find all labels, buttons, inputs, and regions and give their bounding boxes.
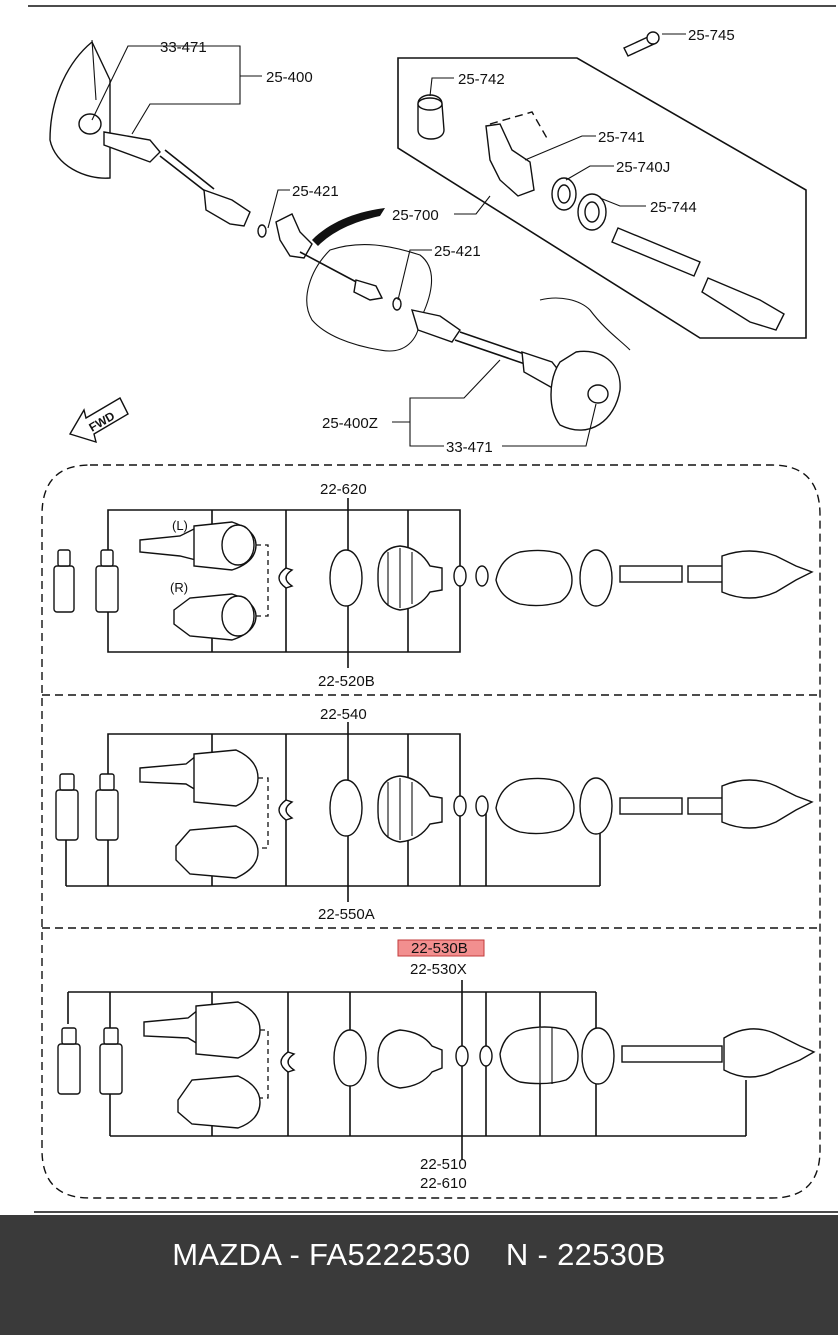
grease-tube — [53, 565, 75, 613]
s3-label-top: 22-530X — [410, 961, 467, 978]
label-25-421-b: 25-421 — [434, 243, 481, 260]
label-33-471-b: 33-471 — [446, 439, 493, 456]
left-hub — [49, 40, 111, 179]
s3-label-highlight: 22-530B — [411, 940, 468, 957]
left-outer-joint — [103, 131, 161, 163]
label-25-745: 25-745 — [688, 27, 735, 44]
right-inner-joint — [410, 309, 461, 343]
fwd-arrow — [68, 397, 129, 444]
detail-arrow — [312, 208, 385, 246]
label-25-400: 25-400 — [266, 69, 313, 86]
label-25-700: 25-700 — [392, 207, 439, 224]
label-25-741: 25-741 — [598, 129, 645, 146]
s1-label-l: (L) — [172, 518, 188, 533]
section-1 — [53, 498, 814, 668]
section-2 — [55, 722, 814, 902]
label-25-421-a: 25-421 — [292, 183, 339, 200]
grease-tube — [95, 565, 119, 613]
label-25-744: 25-744 — [650, 199, 697, 216]
right-hub-nut — [587, 384, 609, 404]
intermediate-shaft — [611, 227, 701, 277]
label-25-400Z: 25-400Z — [322, 415, 378, 432]
label-25-740J: 25-740J — [616, 159, 670, 176]
outer-boot — [495, 549, 573, 607]
transmission-case — [306, 244, 433, 352]
s1-label-top: 22-620 — [320, 481, 367, 498]
s3-label-bottom-2: 22-610 — [420, 1175, 467, 1192]
s1-label-bottom: 22-520B — [318, 673, 375, 690]
bracket-25-741 — [485, 123, 535, 197]
drive-shaft — [621, 1045, 723, 1063]
left-hub-nut — [78, 113, 102, 135]
exploded-view — [49, 31, 807, 447]
s2-label-top: 22-540 — [320, 706, 367, 723]
label-33-471-a: 33-471 — [160, 39, 207, 56]
boot-band — [329, 549, 363, 607]
section-3 — [57, 939, 816, 1160]
parts-diagram: 33-471 25-400 25-745 25-742 25-741 25-74… — [28, 5, 838, 1213]
footer-bar: MAZDA - FA5222530 N - 22530B — [0, 1215, 838, 1335]
s2-label-bottom: 22-550A — [318, 906, 375, 923]
shaft — [619, 565, 683, 583]
support-bracket — [275, 213, 313, 259]
circlip — [278, 567, 294, 589]
label-25-742: 25-742 — [458, 71, 505, 88]
detail-box — [397, 57, 807, 339]
right-hub — [550, 350, 621, 431]
s3-label-bottom-1: 22-510 — [420, 1156, 467, 1173]
highlight-22-530B — [397, 939, 485, 957]
left-inner-joint — [203, 188, 251, 227]
footer-caption: MAZDA - FA5222530 N - 22530B — [172, 1237, 666, 1272]
s1-label-r: (R) — [170, 580, 188, 595]
outer-joint — [721, 550, 814, 599]
kit-panel-border — [41, 464, 821, 1199]
